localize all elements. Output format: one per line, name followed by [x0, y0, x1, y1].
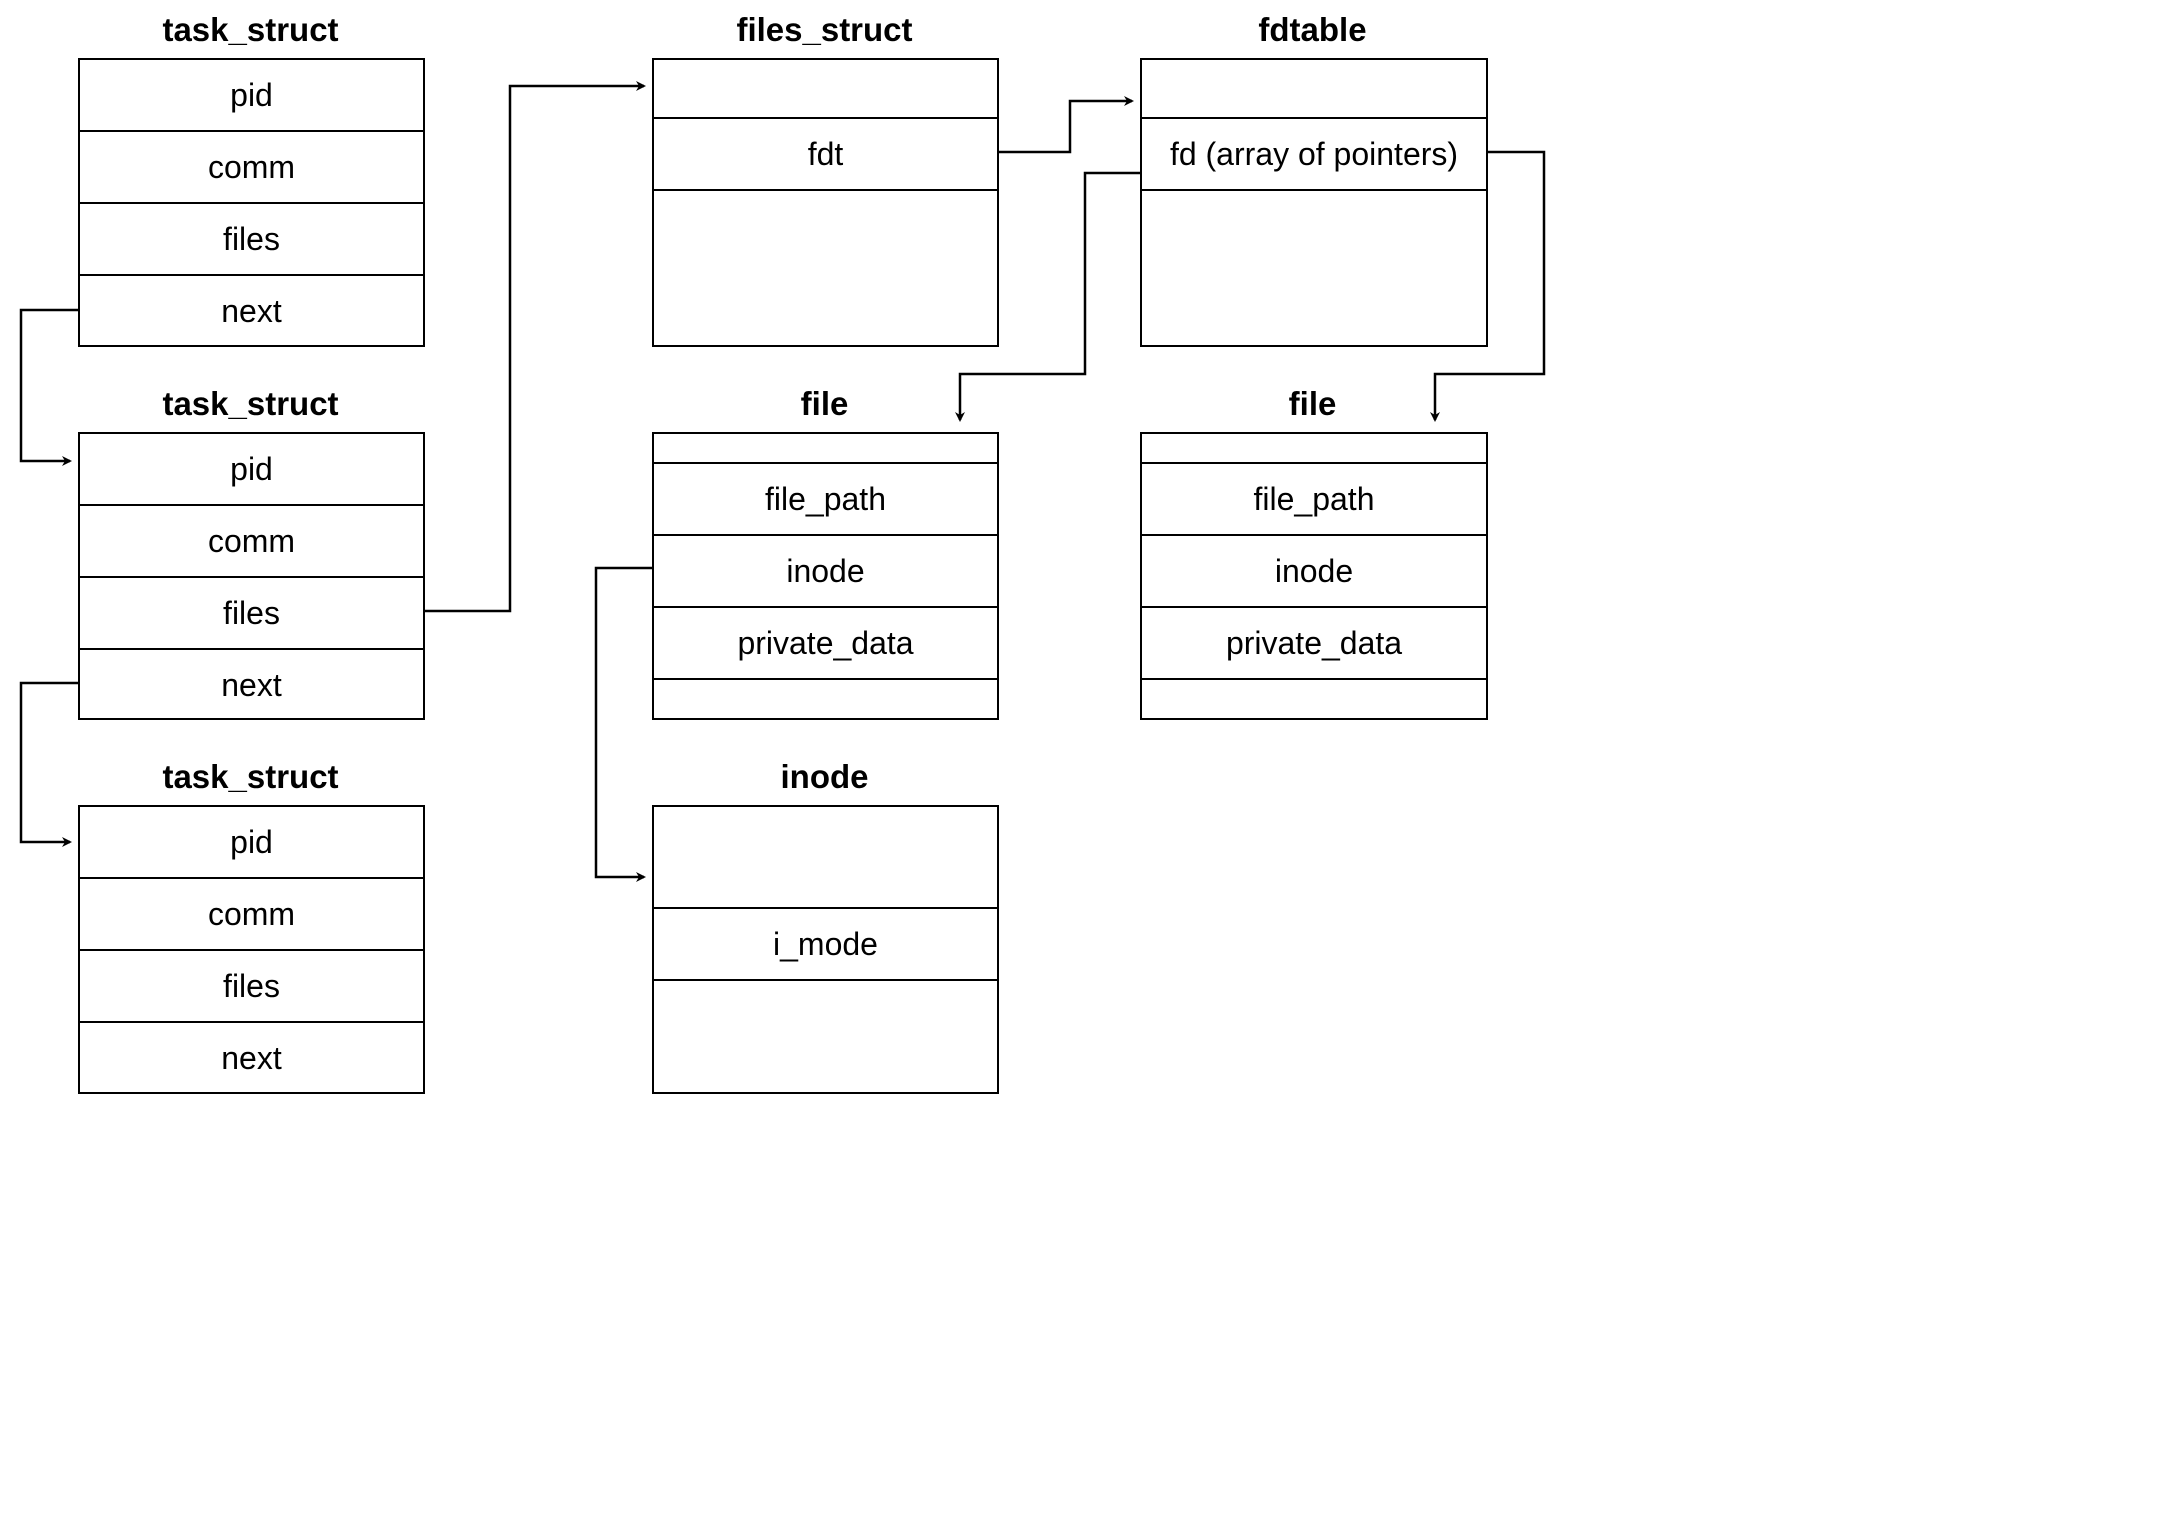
arrow-files-to-files-struct	[425, 81, 646, 613]
arrow-inode-to-inode	[594, 566, 652, 882]
task-struct-1-next-field: next	[221, 293, 282, 329]
task-struct-1-pid-field: pid	[80, 60, 423, 132]
inode-i-mode-field: i_mode	[654, 909, 997, 981]
task-struct-2-comm-field: comm	[80, 506, 423, 578]
task-struct-2-pid-field: pid	[80, 434, 423, 506]
files-struct-header-field	[654, 60, 997, 119]
task-struct-2-box: pid comm files next	[78, 432, 425, 720]
file-left-header-field	[654, 434, 997, 464]
file-right-header-field	[1142, 434, 1486, 464]
file-left-title: file	[800, 385, 849, 422]
task-struct-3-box: pid comm files next	[78, 805, 425, 1094]
file-left-private-data-field: private_data	[654, 608, 997, 680]
task-struct-3-files-field: files	[80, 951, 423, 1023]
files-struct-box: fdt	[652, 58, 999, 347]
file-left-box: file_path inode private_data	[652, 432, 999, 720]
file-left-file-path-field: file_path	[654, 464, 997, 536]
task-struct-3-title: task_struct	[162, 758, 339, 795]
file-right-box: file_path inode private_data	[1140, 432, 1488, 720]
file-right-inode-field: inode	[1142, 536, 1486, 608]
arrow-fdt-to-fdtable	[999, 96, 1134, 154]
fdtable-title: fdtable	[1258, 11, 1367, 48]
task-struct-1-box: pid comm files next	[78, 58, 425, 347]
task-struct-1-comm-field: comm	[80, 132, 423, 204]
files-struct-fdt-field: fdt	[654, 119, 997, 191]
file-right-file-path-field: file_path	[1142, 464, 1486, 536]
task-struct-3-comm-field: comm	[80, 879, 423, 951]
file-left-inode-field: inode	[654, 536, 997, 608]
fdtable-header-field	[1142, 60, 1486, 119]
arrow-fd-to-file-right	[1430, 150, 1546, 422]
inode-header-field	[654, 807, 997, 909]
task-struct-2-files-field: files	[80, 578, 423, 650]
arrow-next-1-to-task-2	[19, 308, 78, 466]
task-struct-3-next-field: next	[221, 1040, 282, 1076]
file-right-title: file	[1288, 385, 1337, 422]
arrow-next-2-to-task-3	[19, 681, 78, 847]
task-struct-1-files-field: files	[80, 204, 423, 276]
connector-arrows	[19, 81, 1546, 882]
task-struct-3-pid-field: pid	[80, 807, 423, 879]
task-struct-1-title: task_struct	[162, 11, 339, 48]
task-struct-2-title: task_struct	[162, 385, 339, 422]
file-right-private-data-field: private_data	[1142, 608, 1486, 680]
inode-title: inode	[780, 758, 869, 795]
files-struct-title: files_struct	[736, 11, 913, 48]
fdtable-fd-field: fd (array of pointers)	[1142, 119, 1486, 191]
task-struct-2-next-field: next	[221, 666, 282, 703]
arrow-fd-to-file-left	[955, 171, 1140, 422]
fdtable-box: fd (array of pointers)	[1140, 58, 1488, 347]
inode-box: i_mode	[652, 805, 999, 1094]
